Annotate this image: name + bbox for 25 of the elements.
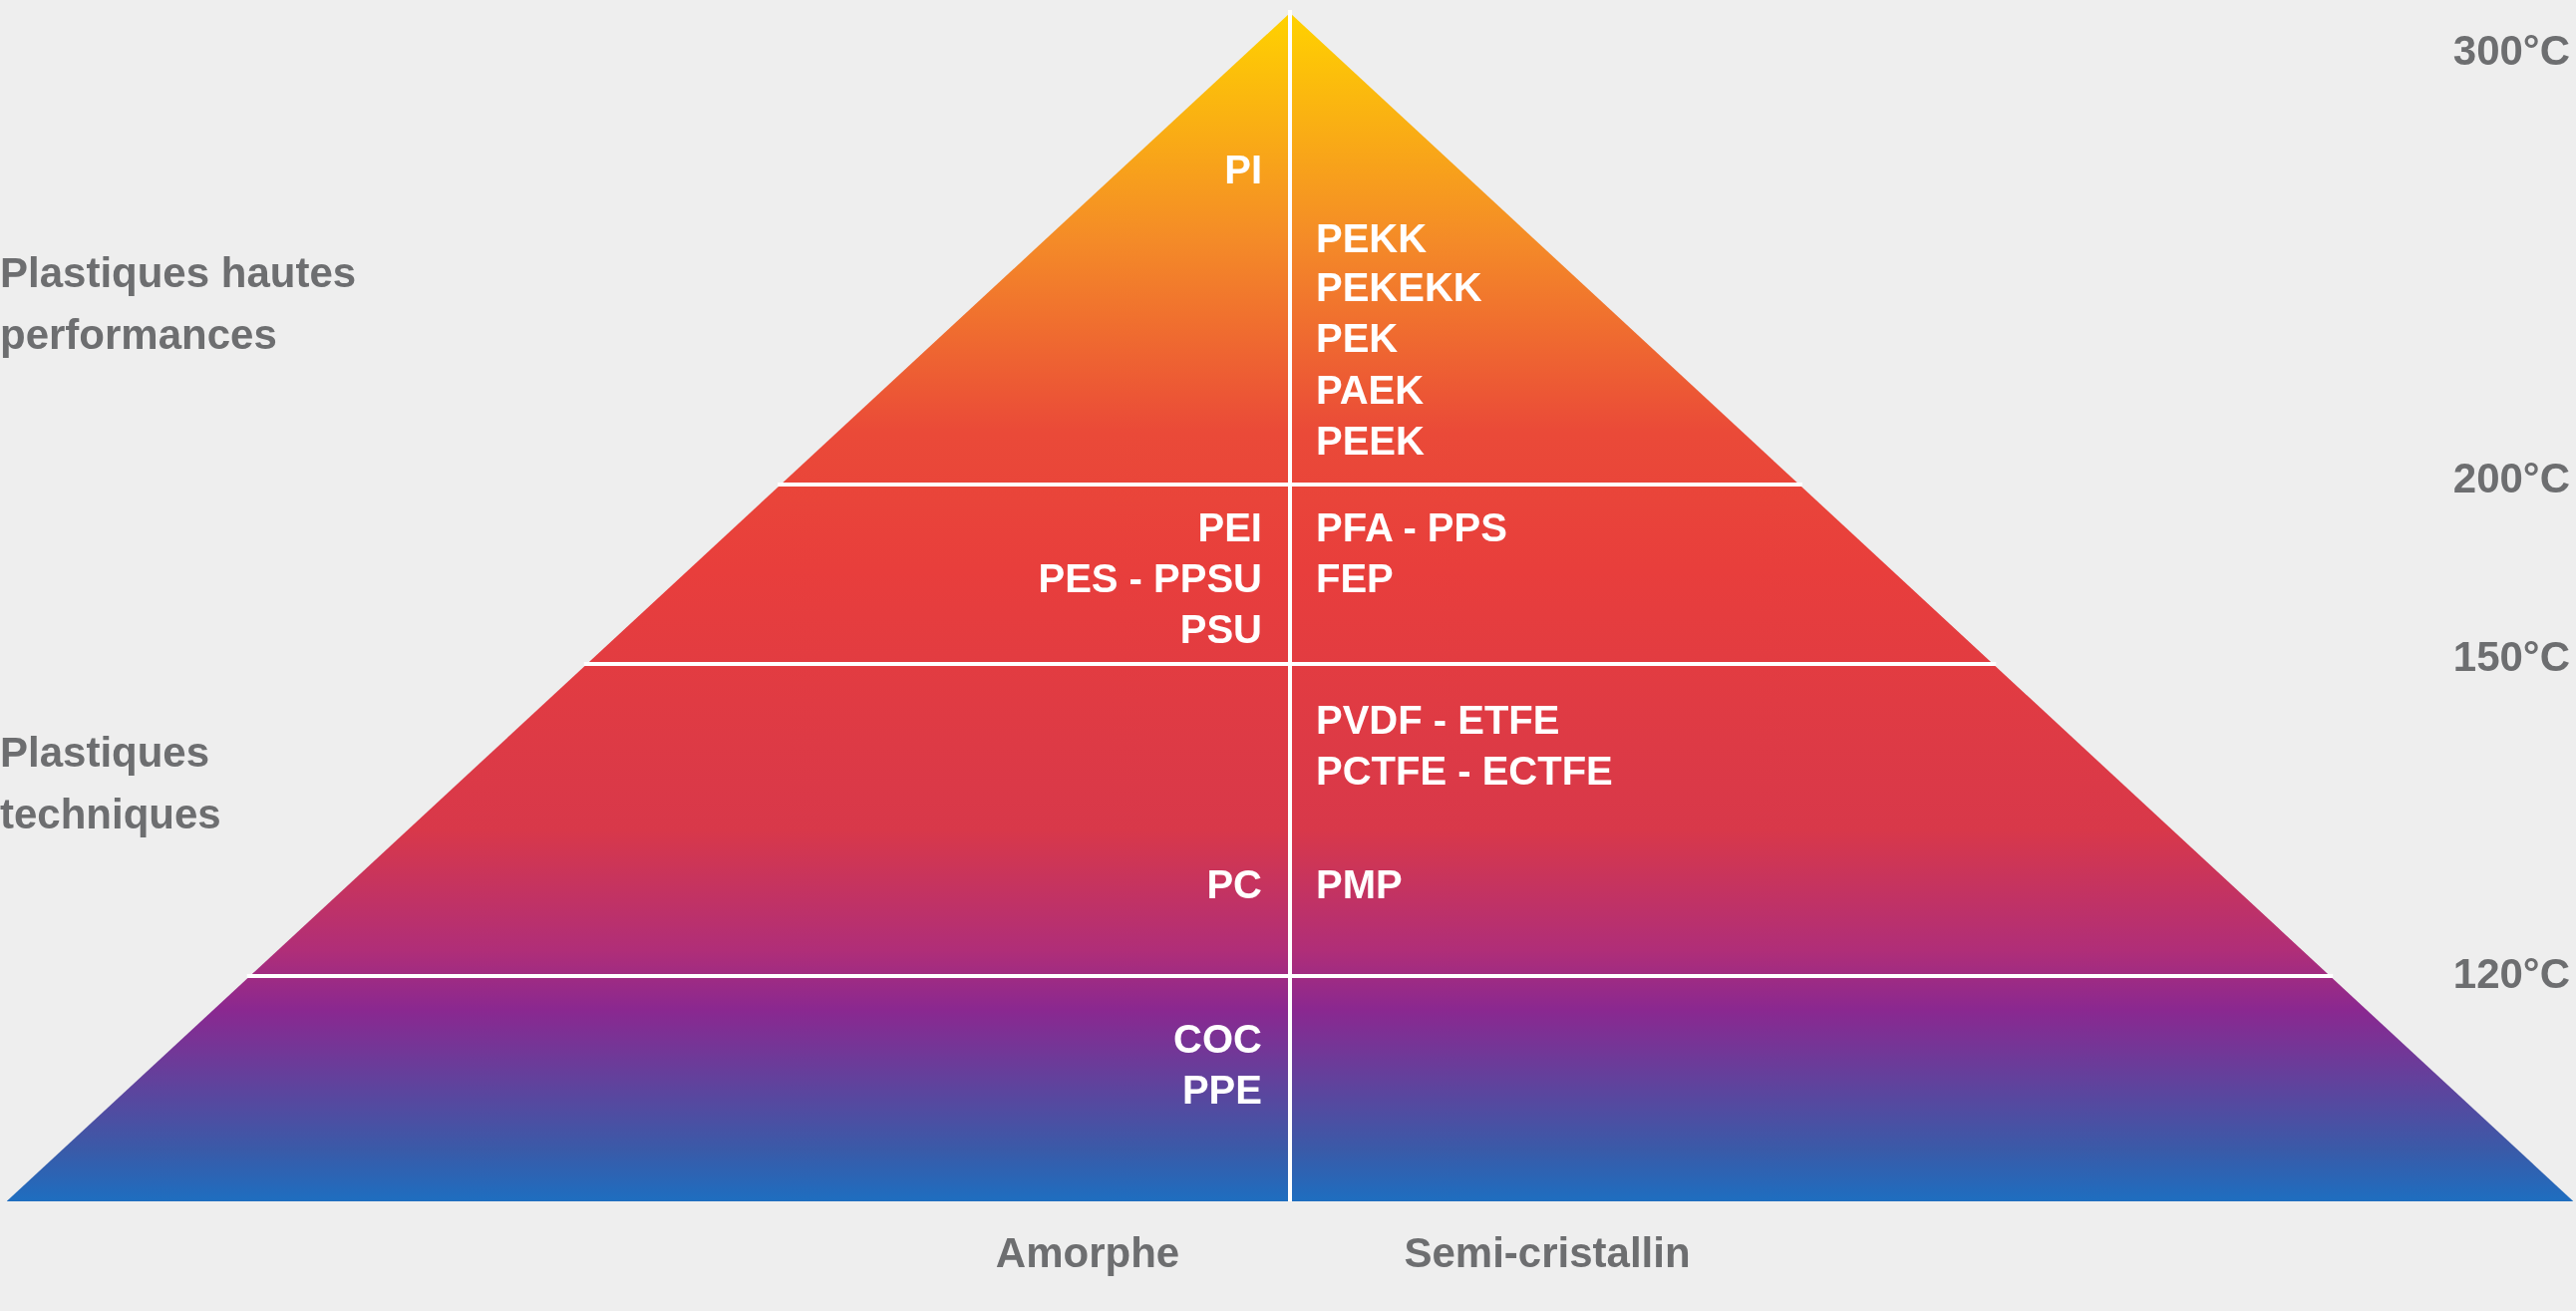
polymer-label: PEKEKK [1316,267,1482,307]
polymer-label: PES - PPSU [1038,558,1262,598]
polymer-label: PEK [1316,318,1399,358]
polymer-label: PEEK [1316,421,1425,461]
polymer-label: PPE [1181,1070,1262,1110]
category-label: Plastiques techniques [0,728,222,839]
temperature-label: 120°C [2452,949,2570,999]
temperature-label: 200°C [2452,454,2570,503]
polymer-label: PCTFE - ECTFE [1316,751,1613,791]
polymer-label: PC [1206,864,1262,904]
polymer-label: FEP [1316,558,1394,598]
polymer-label: PI [1224,150,1262,189]
polymer-label: PEI [1197,507,1262,547]
temperature-label: 300°C [2452,26,2570,76]
category-label: Plastiques hautes performances [0,248,358,360]
axis-label: Semi-cristallin [1404,1228,1691,1278]
polymer-label: PAEK [1316,370,1425,410]
polymer-label: PEKK [1316,218,1428,258]
polymer-label: PVDF - ETFE [1316,700,1560,740]
polymer-label: COC [1173,1019,1262,1059]
temperature-label: 150°C [2452,632,2570,682]
polymer-label: PMP [1316,864,1403,904]
axis-label: Amorphe [995,1228,1180,1278]
polymer-label: PFA - PPS [1316,507,1507,547]
polymer-label: PSU [1179,609,1262,649]
